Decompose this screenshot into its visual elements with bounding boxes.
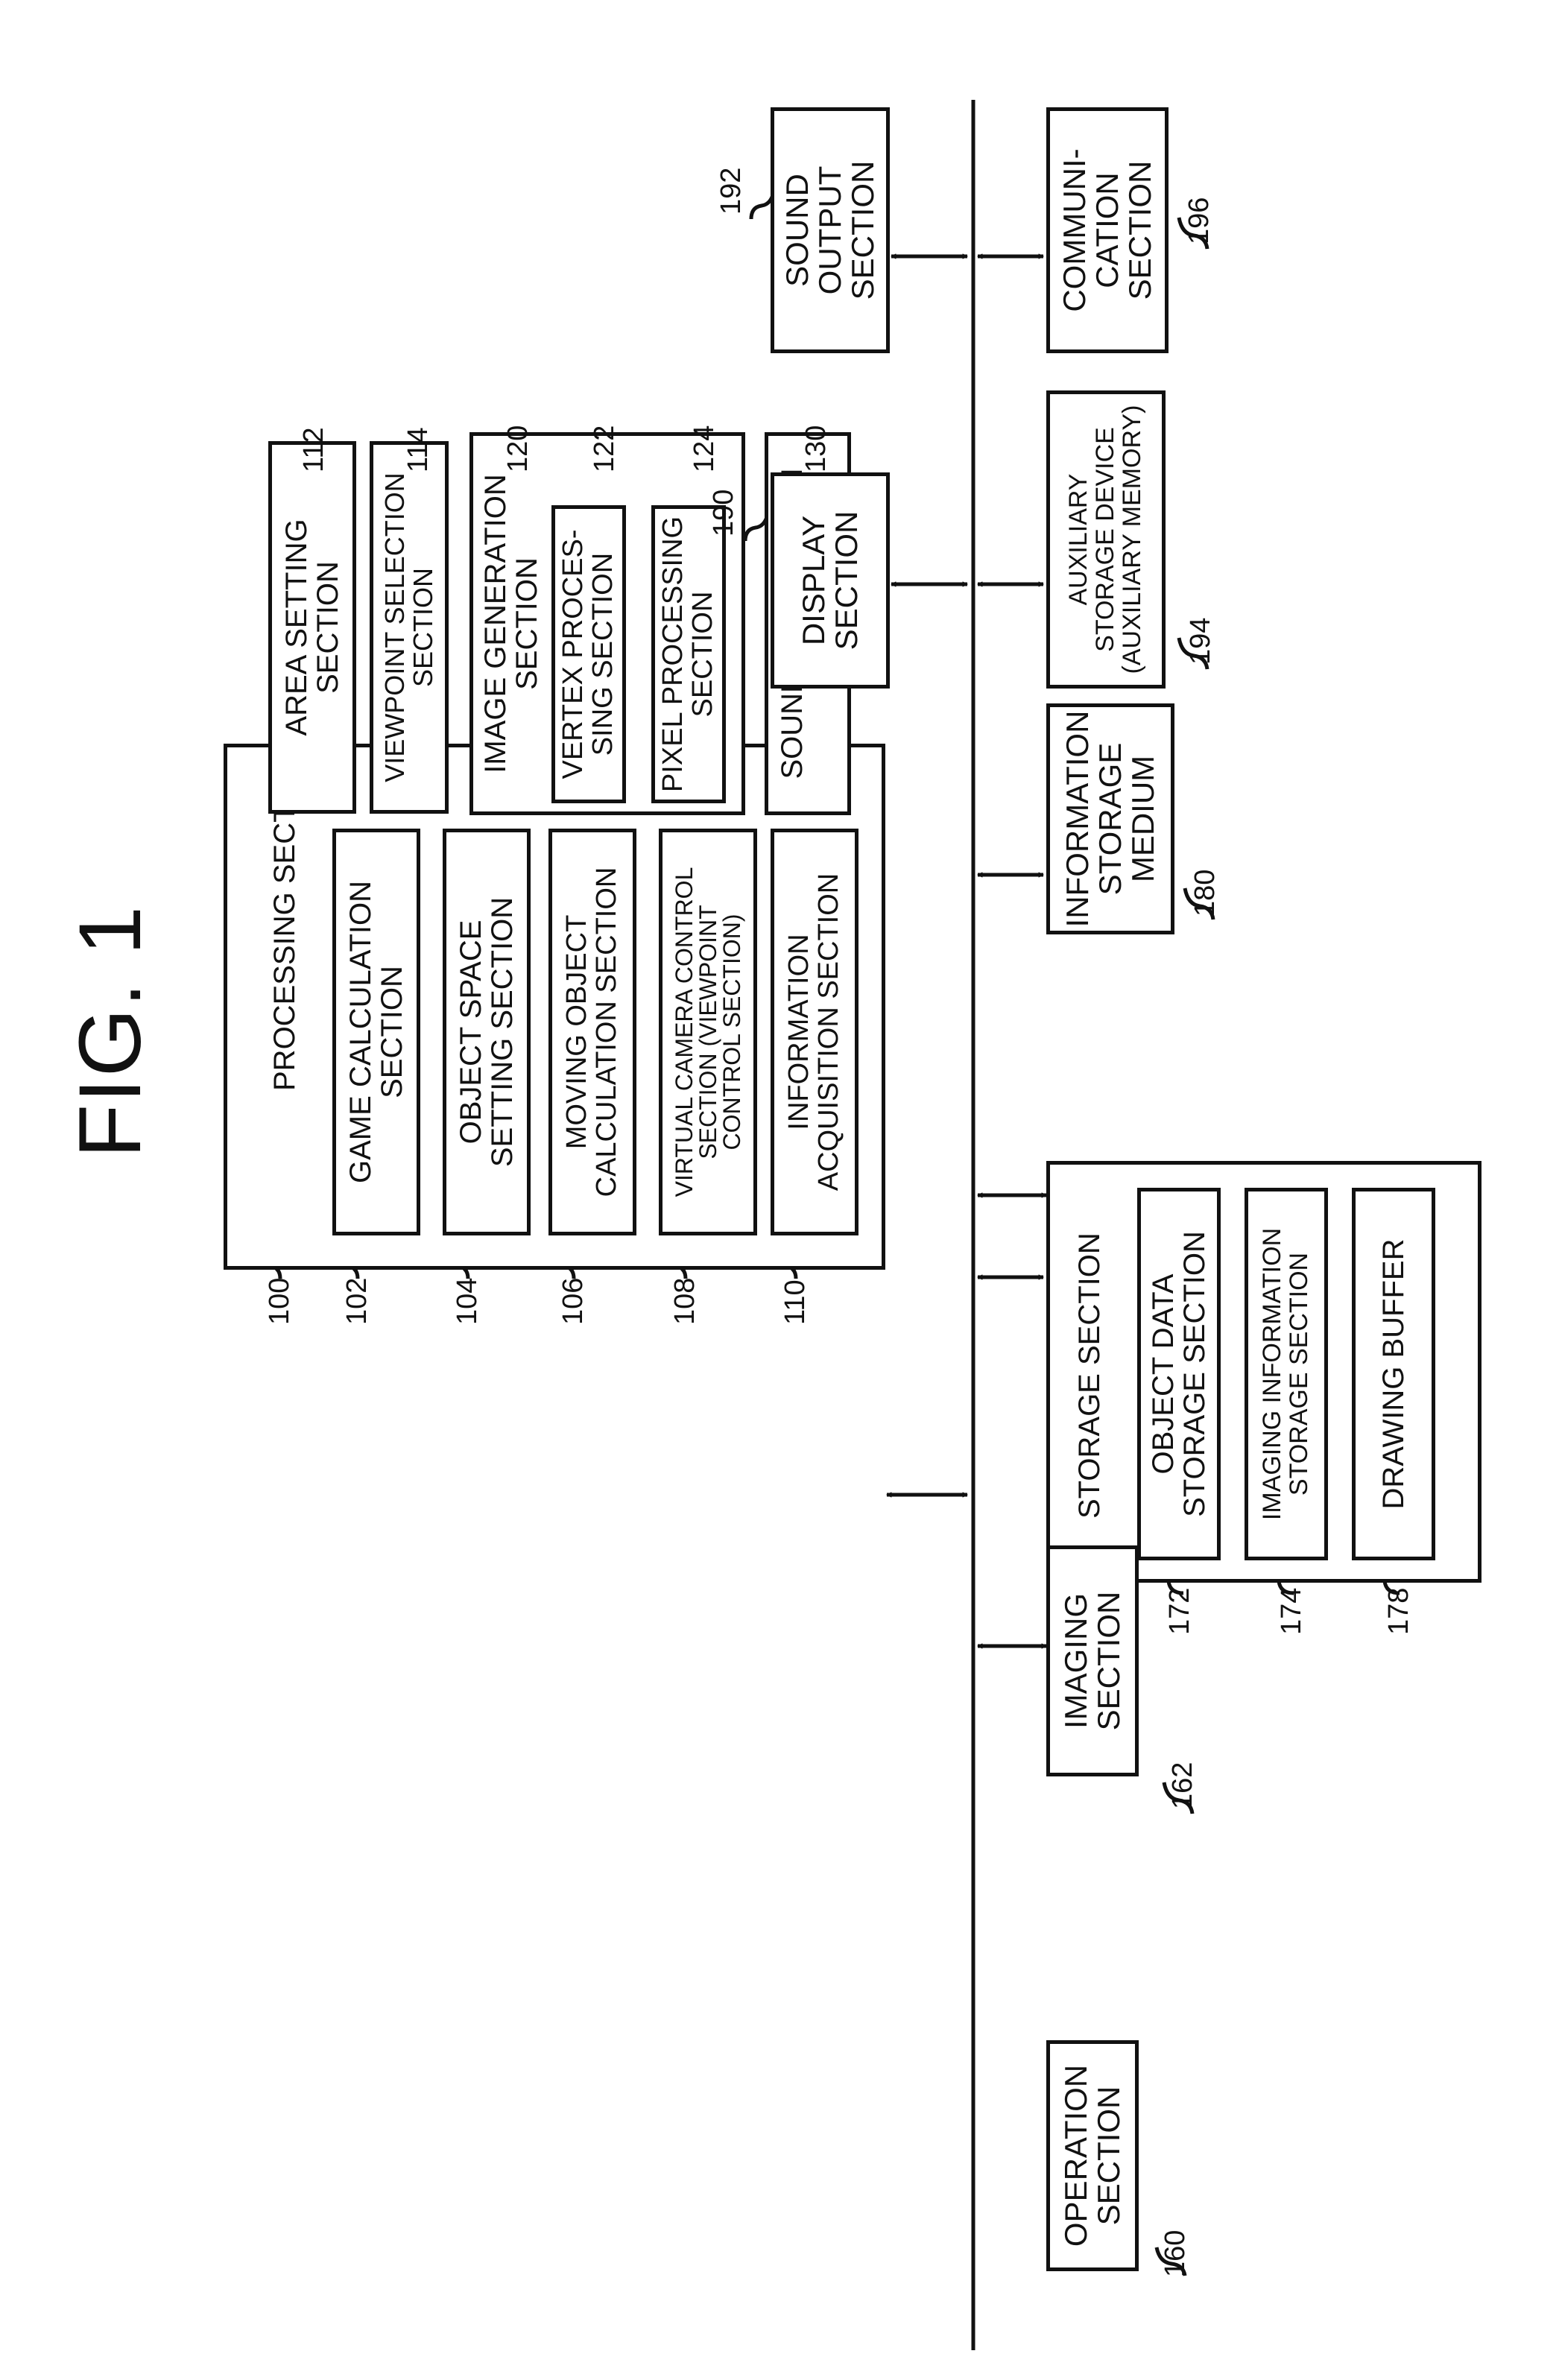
ref-104: 104	[452, 1278, 484, 1325]
imaging-section-label: IMAGING SECTION	[1046, 1545, 1139, 1776]
ref-174: 174	[1276, 1588, 1308, 1635]
ref-172: 172	[1164, 1588, 1196, 1635]
ref-192: 192	[715, 168, 747, 215]
storage-section-title: STORAGE SECTION	[1073, 1232, 1107, 1519]
ref-120: 120	[502, 425, 534, 472]
vertex-processing-label: VERTEX PROCES- SING SECTION	[551, 505, 626, 803]
ref-106: 106	[557, 1278, 589, 1325]
ref-196: 196	[1183, 197, 1215, 244]
virtual-camera-label: VIRTUAL CAMERA CONTROL SECTION (VIEWPOIN…	[659, 829, 757, 1235]
ref-114: 114	[402, 427, 434, 472]
ref-112: 112	[298, 427, 330, 472]
moving-object-label: MOVING OBJECT CALCULATION SECTION	[548, 829, 636, 1235]
auxiliary-storage-label: AUXILIARY STORAGE DEVICE (AUXILIARY MEMO…	[1046, 390, 1166, 689]
ref-160: 160	[1160, 2230, 1192, 2277]
pixel-processing-label: PIXEL PROCESSING SECTION	[651, 505, 726, 803]
game-calculation-label: GAME CALCULATION SECTION	[332, 829, 420, 1235]
ref-194: 194	[1185, 618, 1217, 665]
communication-section-label: COMMUNI- CATION SECTION	[1046, 107, 1169, 353]
ref-102: 102	[341, 1278, 373, 1325]
display-section-label: DISPLAY SECTION	[771, 472, 890, 689]
drawing-buffer-label: DRAWING BUFFER	[1352, 1188, 1435, 1560]
ref-130: 130	[800, 425, 832, 472]
ref-108: 108	[669, 1278, 701, 1325]
ref-162: 162	[1167, 1762, 1199, 1809]
ref-178: 178	[1383, 1588, 1415, 1635]
area-setting-label: AREA SETTING SECTION	[268, 441, 356, 814]
operation-section-label: OPERATION SECTION	[1046, 2040, 1139, 2271]
ref-122: 122	[589, 425, 621, 472]
figure-title: FIG. 1	[60, 905, 161, 1158]
image-generation-label: IMAGE GENERATION SECTION	[474, 432, 548, 815]
ref-190: 190	[708, 490, 740, 537]
sound-output-section-label: SOUND OUTPUT SECTION	[771, 107, 890, 353]
ref-100: 100	[264, 1278, 296, 1325]
information-storage-medium-label: INFORMATION STORAGE MEDIUM	[1046, 703, 1174, 934]
object-space-label: OBJECT SPACE SETTING SECTION	[443, 829, 531, 1235]
viewpoint-selection-label: VIEWPOINT SELECTION SECTION	[370, 441, 449, 814]
object-data-storage-label: OBJECT DATA STORAGE SECTION	[1137, 1188, 1221, 1560]
imaging-info-storage-label: IMAGING INFORMATION STORAGE SECTION	[1245, 1188, 1328, 1560]
ref-110: 110	[780, 1279, 812, 1325]
information-acquisition-label: INFORMATION ACQUISITION SECTION	[771, 829, 858, 1235]
ref-180: 180	[1189, 870, 1221, 917]
ref-124: 124	[689, 425, 721, 472]
